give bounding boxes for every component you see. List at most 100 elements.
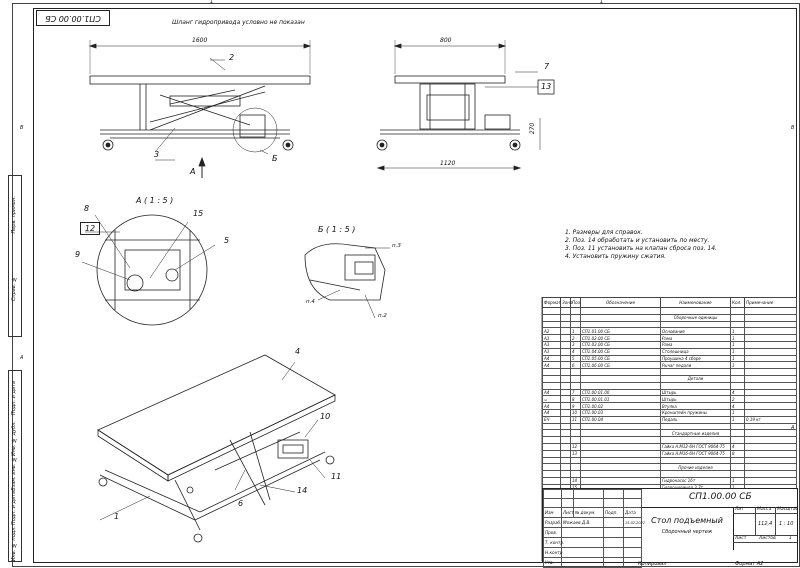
spec-cell: 1 <box>730 408 745 417</box>
tb-mass-label: Масса <box>757 507 772 512</box>
spec-cell <box>560 408 571 417</box>
tb-h-doc: № докум. <box>573 507 604 518</box>
zone-mark-left-b: B <box>20 125 24 131</box>
title-block: Изм Лист № докум. Подп. Дата Разраб. Мож… <box>542 488 799 568</box>
spec-cell <box>744 381 797 390</box>
spec-row: Детали <box>542 374 797 383</box>
spec-cell: А4 <box>542 402 561 410</box>
callout-15: 15 <box>193 209 204 218</box>
spec-cell <box>580 429 661 438</box>
spec-cell <box>560 340 571 349</box>
spec-cell <box>560 463 571 472</box>
spec-cell: Прочие изделия <box>660 463 731 472</box>
tb-developer-date: 15.02.2021 <box>623 517 645 528</box>
spec-cell <box>580 463 661 472</box>
spec-row: Прочие изделия <box>542 463 797 472</box>
spec-cell <box>570 436 581 444</box>
spec-cell <box>570 429 581 438</box>
callout-7: 7 <box>544 62 550 71</box>
spec-cell: СП1.01.00 СБ <box>580 327 661 336</box>
part-label-p3: п.3 <box>392 243 401 249</box>
tb-scale-label: Масштаб <box>777 507 799 512</box>
spec-cell <box>560 307 571 315</box>
spec-cell: СП1.00.02 <box>580 402 661 410</box>
spec-cell <box>744 313 797 322</box>
spec-cell <box>580 307 661 315</box>
zone-mark-top-1: 1 <box>210 0 214 5</box>
spec-cell: Штырь <box>660 388 731 397</box>
tb-role-approved: Утв. <box>543 557 562 568</box>
spec-cell: 5 <box>570 354 581 363</box>
spec-cell <box>560 415 571 424</box>
tb-mass: 112,4 <box>758 521 773 527</box>
spec-cell <box>560 388 571 397</box>
spec-cell <box>560 374 571 383</box>
rotated-code-box: СП1.00.00 СБ <box>36 10 110 26</box>
spec-cell <box>542 374 561 383</box>
tb-meta: Лит Масса Масштаб 112,4 1 : 10 Лист Лист… <box>733 507 799 550</box>
section-b-title: Б ( 1 : 5 ) <box>318 225 356 234</box>
side-strip-top: Перв. примен. Справ. № <box>8 175 22 337</box>
dim-270: 270 <box>529 122 537 135</box>
spec-cell <box>570 470 581 478</box>
spec-cell: СП1.00.04 <box>580 415 661 424</box>
spec-cell <box>542 381 561 390</box>
spec-cell <box>580 422 661 431</box>
spec-cell: 1 <box>730 334 745 342</box>
tb-left-grid: Изм Лист № докум. Подп. Дата Разраб. Мож… <box>543 489 645 568</box>
spec-row <box>542 307 797 315</box>
spec-cell: 3 <box>570 340 581 349</box>
spec-cell: 2 <box>730 395 745 404</box>
tb-sheets: 1 <box>789 536 792 541</box>
spec-cell <box>660 436 731 444</box>
section-a-view <box>81 214 216 326</box>
spec-cell <box>580 313 661 322</box>
spec-row <box>542 470 797 478</box>
spec-cell: 1 <box>730 354 745 363</box>
spec-header-designation: Обозначение <box>580 297 661 308</box>
note-4: 4. Установить пружину сжатия. <box>565 253 666 260</box>
spec-cell: 1 <box>730 347 745 356</box>
spec-cell <box>570 368 581 376</box>
tb-doc-type: Сборочный чертеж <box>661 529 713 535</box>
dim-1120: 1120 <box>440 160 456 167</box>
callout-12: 12 <box>84 224 96 233</box>
spec-cell <box>542 307 561 315</box>
spec-cell <box>542 368 561 376</box>
hose-note: Шланг гидропривода условно не показан <box>172 19 305 26</box>
spec-cell <box>730 368 745 376</box>
spec-cell <box>542 476 561 485</box>
section-b-view <box>304 243 390 319</box>
spec-header-note: Примечание <box>744 297 797 308</box>
spec-cell: СП1.00.01.00 <box>580 388 661 397</box>
spec-cell <box>560 476 571 485</box>
spec-row <box>542 320 797 329</box>
spec-cell: А4 <box>542 388 561 397</box>
spec-cell <box>730 307 745 315</box>
callout-4: 4 <box>295 347 301 356</box>
tb-role-developer: Разраб. <box>543 517 562 528</box>
format-label: Формат А2 <box>735 561 764 567</box>
spec-cell: А3 <box>542 340 561 349</box>
spec-cell: 7 <box>570 388 581 397</box>
spec-cell <box>560 354 571 363</box>
spec-cell: Гайка А.М16-6Н ГОСТ 9064-75 <box>660 449 731 458</box>
spec-cell: СП1.00.03 <box>580 408 661 417</box>
spec-cell <box>580 456 661 465</box>
technical-notes: 1. Размеры для справок. 2. Поз. 14 обраб… <box>565 229 717 261</box>
spec-cell <box>730 436 745 444</box>
note-2: 2. Поз. 14 обработать и установить по ме… <box>565 237 710 244</box>
callout-5: 5 <box>224 236 230 245</box>
callout-9: 9 <box>75 250 81 259</box>
spec-cell: 8 <box>730 449 745 458</box>
spec-cell <box>570 422 581 431</box>
spec-cell: Столешница <box>660 347 731 356</box>
spec-cell <box>580 476 661 485</box>
tb-sheets-label: Листов <box>759 536 776 541</box>
